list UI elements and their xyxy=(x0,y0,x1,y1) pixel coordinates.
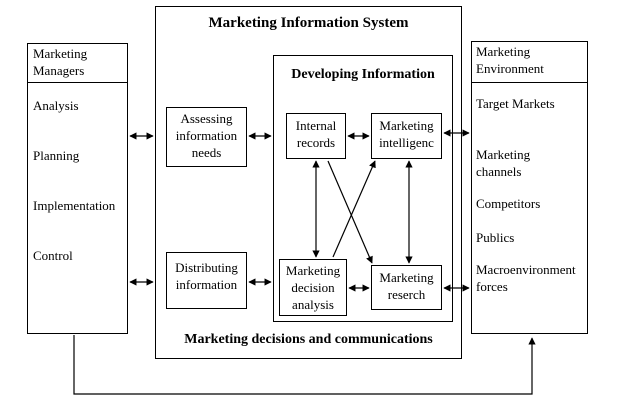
marketing-managers-divider xyxy=(27,82,128,83)
environment-item-macro-line2: forces xyxy=(476,279,508,294)
internal-records-line1: Internal xyxy=(295,118,337,133)
environment-item-channels-line1: Marketing xyxy=(476,147,531,162)
distributing-line1: Distributing xyxy=(175,260,238,275)
managers-title-line1: Marketing xyxy=(33,46,88,61)
distributing-info-box xyxy=(166,252,247,309)
decision-analysis-line3: analysis xyxy=(292,297,334,312)
environment-title-line2: Environment xyxy=(476,61,544,76)
assessing-needs-box xyxy=(166,107,247,167)
research-line1: Marketing xyxy=(379,270,434,285)
managers-item-planning: Planning xyxy=(33,148,80,163)
environment-item-macro-line1: Macroenvironment xyxy=(476,262,576,277)
assessing-line1: Assessing xyxy=(180,111,233,126)
assessing-line3: needs xyxy=(191,145,222,160)
internal-records-line2: records xyxy=(296,135,336,150)
environment-title-line1: Marketing xyxy=(476,44,531,59)
arrow-internal-research xyxy=(327,160,373,264)
arrow-feedback-loop xyxy=(73,335,536,395)
marketing-environment-panel xyxy=(471,41,588,334)
developing-title: Developing Information xyxy=(291,67,435,82)
arrow-decision-intelligence xyxy=(332,160,376,258)
distributing-line2: information xyxy=(175,277,238,292)
intelligence-line2: intelligenc xyxy=(379,135,434,150)
environment-item-publics: Publics xyxy=(476,230,515,245)
managers-title-line2: Managers xyxy=(33,63,85,78)
internal-records-box xyxy=(286,113,346,159)
mis-footer: Marketing decisions and communications xyxy=(184,332,433,347)
research-line2: reserch xyxy=(387,287,426,302)
assessing-line2: information xyxy=(175,128,238,143)
environment-divider xyxy=(471,82,588,83)
environment-item-channels-line2: channels xyxy=(476,164,522,179)
managers-item-implementation: Implementation xyxy=(33,198,116,213)
mis-title: Marketing Information System xyxy=(208,15,409,31)
environment-item-target-markets: Target Markets xyxy=(476,96,555,111)
managers-item-analysis: Analysis xyxy=(33,98,79,113)
decision-analysis-line2: decision xyxy=(291,280,335,295)
marketing-intelligence-box xyxy=(371,113,442,159)
decision-analysis-line1: Marketing xyxy=(285,263,341,278)
managers-item-control: Control xyxy=(33,248,73,263)
decision-analysis-box xyxy=(279,259,347,316)
environment-item-competitors: Competitors xyxy=(476,196,541,211)
marketing-managers-panel xyxy=(27,43,128,334)
intelligence-line1: Marketing xyxy=(379,118,434,133)
marketing-research-box xyxy=(371,265,442,310)
